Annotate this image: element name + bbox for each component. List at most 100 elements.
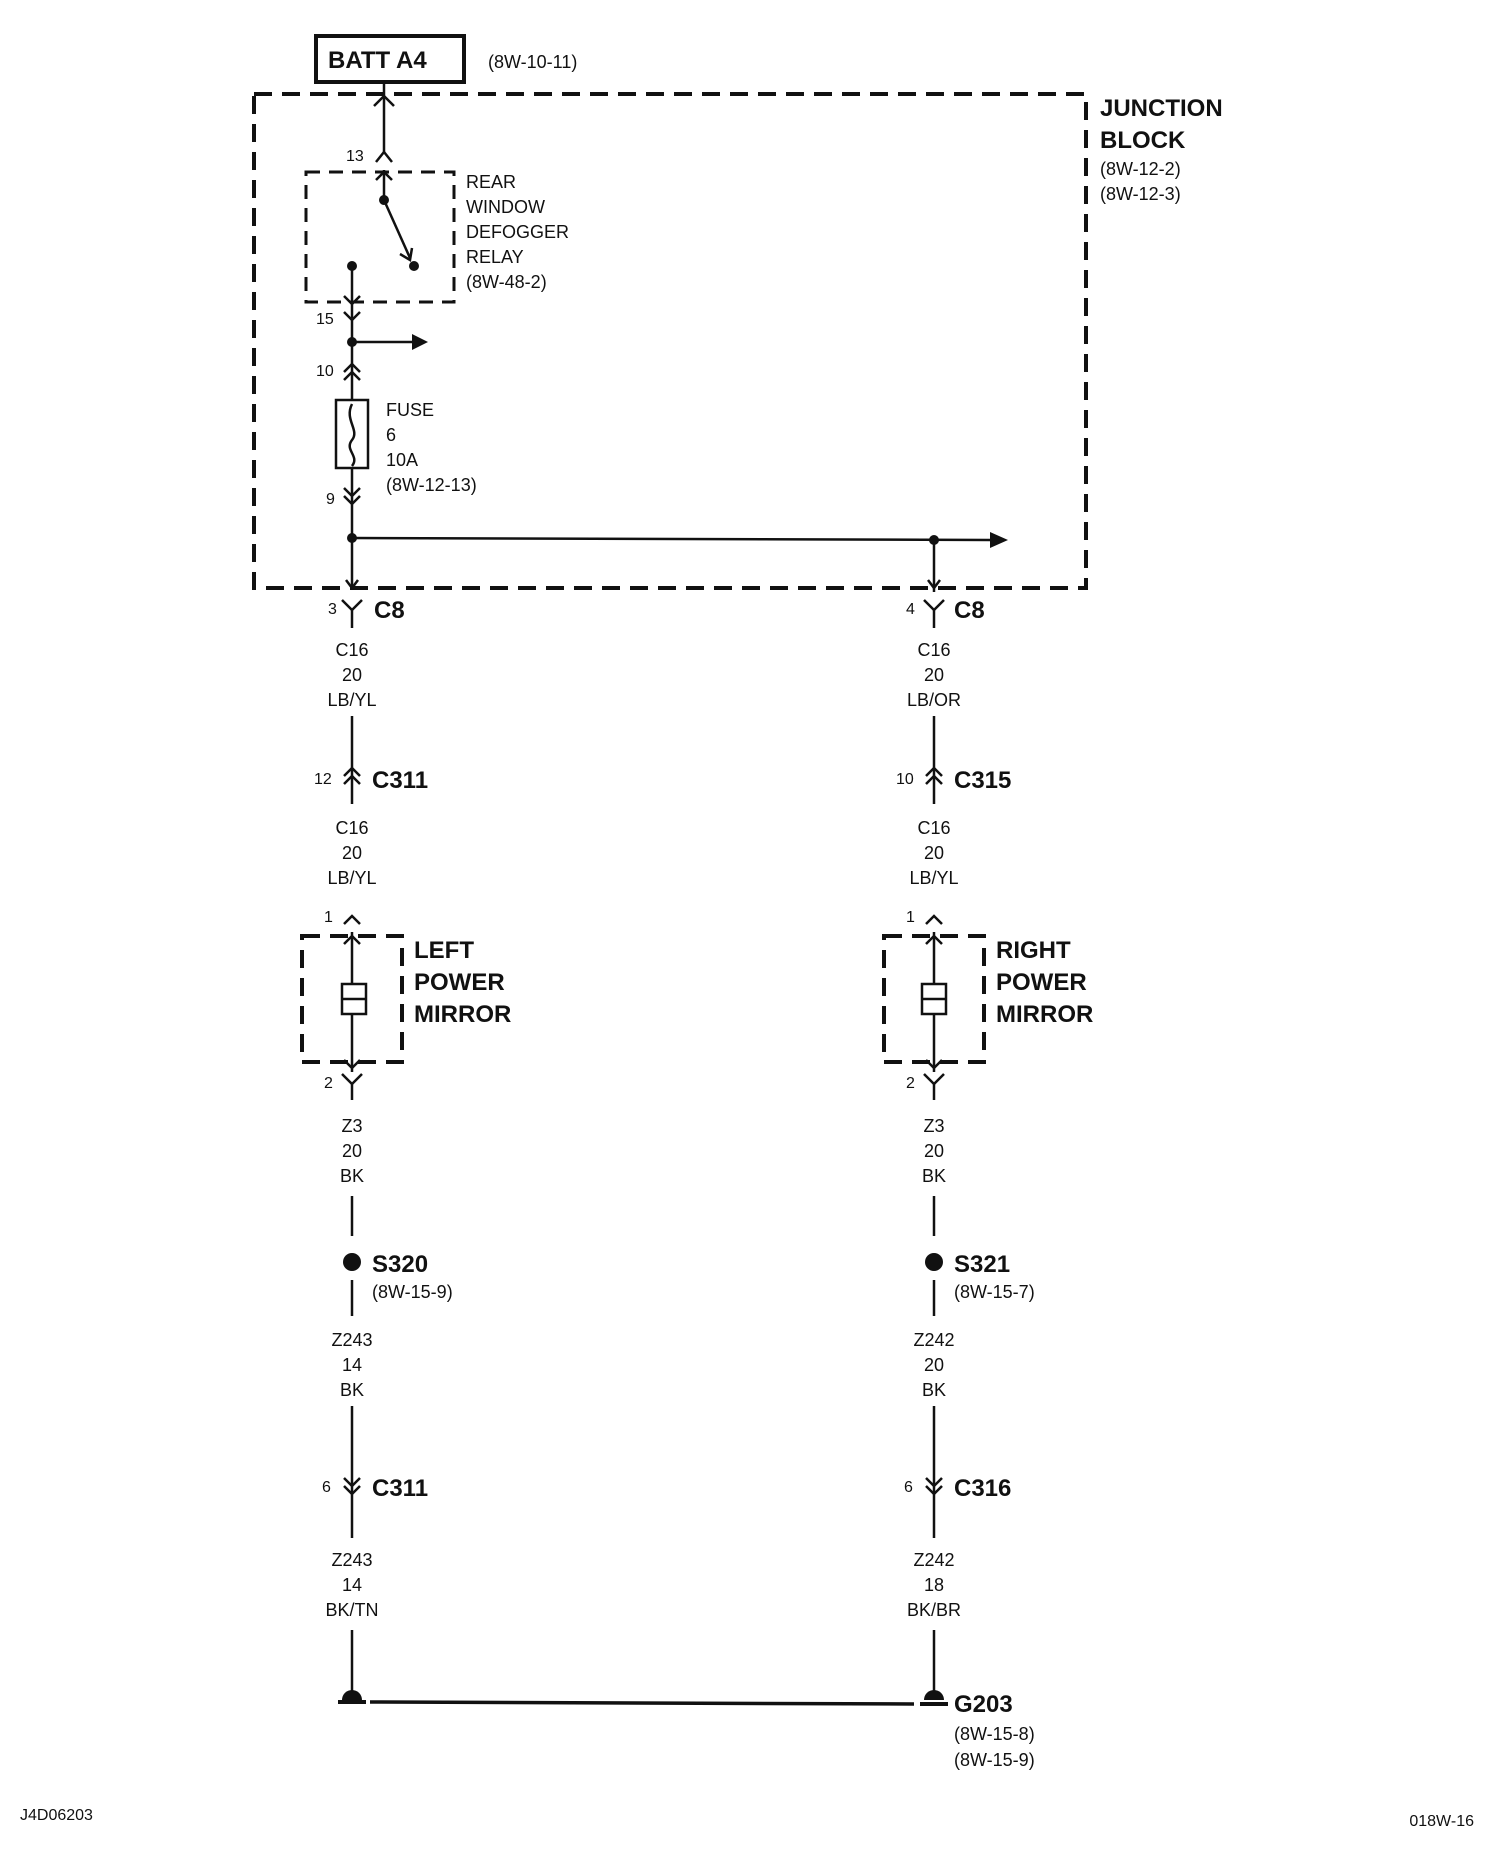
left-c311b-terminal-icon bbox=[343, 1477, 361, 1488]
right-c8-label: C8 bbox=[954, 597, 985, 624]
junction-block-label: JUNCTION BLOCK (8W-12-2) (8W-12-3) bbox=[1100, 95, 1223, 204]
arrow-down-icon bbox=[345, 579, 359, 591]
left-mirror-pin-in: 1 bbox=[324, 909, 333, 926]
left-c8-pin: 3 bbox=[328, 601, 337, 618]
fuse-pin-out: 9 bbox=[326, 491, 335, 508]
right-c315-label: C315 bbox=[954, 767, 1011, 794]
footer-right-code: 018W-16 bbox=[1409, 1813, 1474, 1830]
svg-text:20: 20 bbox=[924, 665, 944, 685]
right-c8-pin: 4 bbox=[906, 601, 915, 618]
svg-text:Z3: Z3 bbox=[923, 1116, 944, 1136]
arrow-down-icon bbox=[343, 295, 361, 306]
right-wire1-label: C16 20 LB/OR bbox=[907, 640, 961, 710]
right-splice-dot bbox=[925, 1253, 943, 1271]
svg-text:C16: C16 bbox=[917, 818, 950, 838]
svg-text:20: 20 bbox=[924, 1141, 944, 1161]
relay-pin-in: 13 bbox=[346, 148, 364, 165]
left-wire3-label: Z3 20 BK bbox=[340, 1116, 364, 1186]
svg-text:BATT A4: BATT A4 bbox=[328, 47, 427, 74]
svg-text:Z243: Z243 bbox=[331, 1550, 372, 1570]
svg-text:POWER: POWER bbox=[414, 969, 505, 996]
right-c8-terminal-icon bbox=[923, 599, 945, 612]
svg-text:LB/YL: LB/YL bbox=[909, 868, 958, 888]
svg-text:BK: BK bbox=[922, 1380, 946, 1400]
left-splice-ref: (8W-15-9) bbox=[372, 1282, 453, 1302]
left-c311b-pin: 6 bbox=[322, 1479, 331, 1496]
fuse-pin-in: 10 bbox=[316, 363, 334, 380]
svg-text:MIRROR: MIRROR bbox=[414, 1001, 511, 1028]
left-c311b-label: C311 bbox=[372, 1475, 428, 1502]
terminal-9-icon bbox=[343, 487, 361, 498]
right-c316-pin: 6 bbox=[904, 1479, 913, 1496]
relay-label: REAR WINDOW DEFOGGER RELAY (8W-48-2) bbox=[466, 172, 569, 292]
svg-text:REAR: REAR bbox=[466, 172, 516, 192]
relay-contact-dot-2 bbox=[409, 261, 419, 271]
right-c315-pin: 10 bbox=[896, 771, 914, 788]
bus-wire bbox=[351, 536, 991, 542]
svg-text:14: 14 bbox=[342, 1575, 362, 1595]
right-mirror-pin-in: 1 bbox=[906, 909, 915, 926]
right-c316-terminal-icon bbox=[925, 1477, 943, 1488]
svg-text:LB/YL: LB/YL bbox=[327, 690, 376, 710]
left-c311-terminal-icon bbox=[343, 766, 361, 777]
right-c316-label: C316 bbox=[954, 1475, 1011, 1502]
svg-text:(8W-12-13): (8W-12-13) bbox=[386, 475, 477, 495]
svg-text:POWER: POWER bbox=[996, 969, 1087, 996]
arrow-down-icon bbox=[925, 1059, 943, 1070]
footer-left-code: J4D06203 bbox=[20, 1807, 93, 1824]
svg-text:(8W-12-2): (8W-12-2) bbox=[1100, 159, 1181, 179]
svg-text:(8W-12-3): (8W-12-3) bbox=[1100, 184, 1181, 204]
battery-ref: (8W-10-11) bbox=[488, 52, 577, 72]
svg-text:RELAY: RELAY bbox=[466, 247, 524, 267]
svg-text:(8W-48-2): (8W-48-2) bbox=[466, 272, 547, 292]
svg-text:DEFOGGER: DEFOGGER bbox=[466, 222, 569, 242]
fuse-label: FUSE 6 10A (8W-12-13) bbox=[386, 400, 477, 495]
svg-text:20: 20 bbox=[342, 843, 362, 863]
junction-block-outline bbox=[252, 92, 1088, 590]
left-ground-icon bbox=[342, 1690, 362, 1700]
svg-text:20: 20 bbox=[342, 665, 362, 685]
svg-text:18: 18 bbox=[924, 1575, 944, 1595]
ground-ref-2: (8W-15-9) bbox=[954, 1750, 1035, 1770]
svg-text:BK: BK bbox=[340, 1166, 364, 1186]
left-wire5-label: Z243 14 BK/TN bbox=[325, 1550, 378, 1620]
terminal-13-icon bbox=[375, 149, 393, 163]
svg-text:14: 14 bbox=[342, 1355, 362, 1375]
svg-text:BK/BR: BK/BR bbox=[907, 1600, 961, 1620]
arrow-right-icon bbox=[412, 334, 428, 350]
left-c8-terminal-icon bbox=[341, 599, 363, 612]
relay-pin-out: 15 bbox=[316, 311, 334, 328]
right-splice-ref: (8W-15-7) bbox=[954, 1282, 1035, 1302]
left-mirror-terminal-out-icon bbox=[341, 1073, 363, 1086]
right-wire4-label: Z242 20 BK bbox=[913, 1330, 954, 1400]
svg-text:MIRROR: MIRROR bbox=[996, 1001, 1093, 1028]
right-wire5-label: Z242 18 BK/BR bbox=[907, 1550, 961, 1620]
left-wire4-label: Z243 14 BK bbox=[331, 1330, 372, 1400]
left-mirror-label: LEFT POWER MIRROR bbox=[414, 937, 511, 1028]
svg-text:Z243: Z243 bbox=[331, 1330, 372, 1350]
right-ground-icon bbox=[924, 1690, 944, 1700]
svg-text:BLOCK: BLOCK bbox=[1100, 127, 1186, 154]
fuse-icon bbox=[334, 398, 370, 470]
arrow-up-icon bbox=[373, 94, 395, 107]
arrow-right-icon bbox=[990, 532, 1008, 548]
terminal-10-icon bbox=[343, 362, 361, 373]
svg-text:LEFT: LEFT bbox=[414, 937, 474, 964]
svg-text:RIGHT: RIGHT bbox=[996, 937, 1071, 964]
svg-text:C16: C16 bbox=[335, 640, 368, 660]
right-mirror-pin-out: 2 bbox=[906, 1075, 915, 1092]
svg-text:BK: BK bbox=[922, 1166, 946, 1186]
left-splice-label: S320 bbox=[372, 1251, 428, 1278]
right-mirror-terminal-out-icon bbox=[923, 1073, 945, 1086]
svg-text:BK: BK bbox=[340, 1380, 364, 1400]
relay-outline bbox=[304, 170, 456, 304]
arrow-down-icon bbox=[927, 579, 941, 591]
right-wire2-label: C16 20 LB/YL bbox=[909, 818, 958, 888]
left-c8-label: C8 bbox=[374, 597, 405, 624]
left-c311-pin: 12 bbox=[314, 771, 332, 788]
right-wire3-label: Z3 20 BK bbox=[922, 1116, 946, 1186]
left-wire1-label: C16 20 LB/YL bbox=[327, 640, 376, 710]
svg-text:BK/TN: BK/TN bbox=[325, 1600, 378, 1620]
relay-arrow-icon bbox=[375, 170, 393, 181]
